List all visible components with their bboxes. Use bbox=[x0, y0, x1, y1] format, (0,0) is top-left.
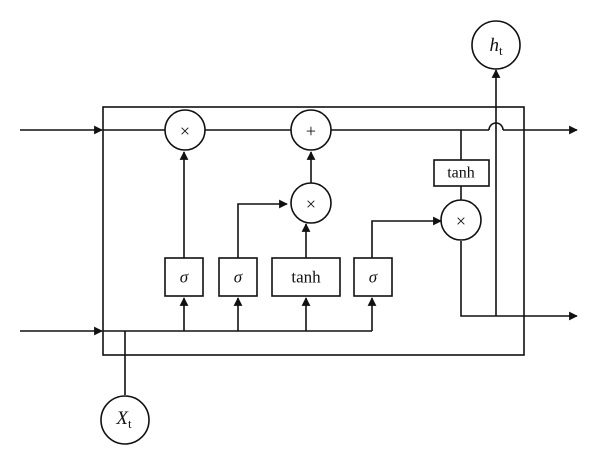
input-multiply-circle bbox=[290, 182, 332, 224]
candidate-tanh-box bbox=[271, 257, 341, 297]
input-node-circle bbox=[100, 395, 150, 445]
cell-tanh-label: tanh bbox=[447, 165, 475, 182]
input-sigmoid-to-mult bbox=[237, 199, 288, 258]
output-multiply-circle bbox=[440, 199, 482, 241]
cell-add-label: + bbox=[306, 121, 316, 141]
forget-sigmoid-box bbox=[164, 257, 204, 297]
cell-tanh-box bbox=[433, 159, 490, 187]
output-node-label: ht bbox=[489, 35, 503, 58]
cell-add-circle bbox=[290, 109, 332, 151]
forget-sigmoid-label: σ bbox=[180, 268, 189, 287]
output-node-subscript: t bbox=[499, 43, 503, 58]
input-sigmoid-box bbox=[218, 257, 258, 297]
candidate-tanh-label: tanh bbox=[291, 268, 321, 287]
input-sigmoid-label: σ bbox=[234, 268, 243, 287]
output-sigmoid-to-mult bbox=[371, 216, 442, 258]
output-sigmoid-label: σ bbox=[369, 268, 378, 287]
input-node-label: Xt bbox=[115, 408, 132, 431]
output-node-circle bbox=[471, 20, 521, 70]
input-node-subscript: t bbox=[128, 416, 132, 431]
output-multiply-label: × bbox=[456, 211, 466, 231]
input-node-symbol: X bbox=[115, 408, 129, 429]
output-node-symbol: h bbox=[489, 35, 499, 56]
output-sigmoid-box bbox=[353, 257, 393, 297]
forget-multiply-circle bbox=[164, 109, 206, 151]
cell-boundary bbox=[102, 106, 525, 356]
input-multiply-label: × bbox=[306, 194, 316, 214]
forget-multiply-label: × bbox=[180, 121, 190, 141]
output-mult-to-hidden bbox=[460, 241, 578, 321]
